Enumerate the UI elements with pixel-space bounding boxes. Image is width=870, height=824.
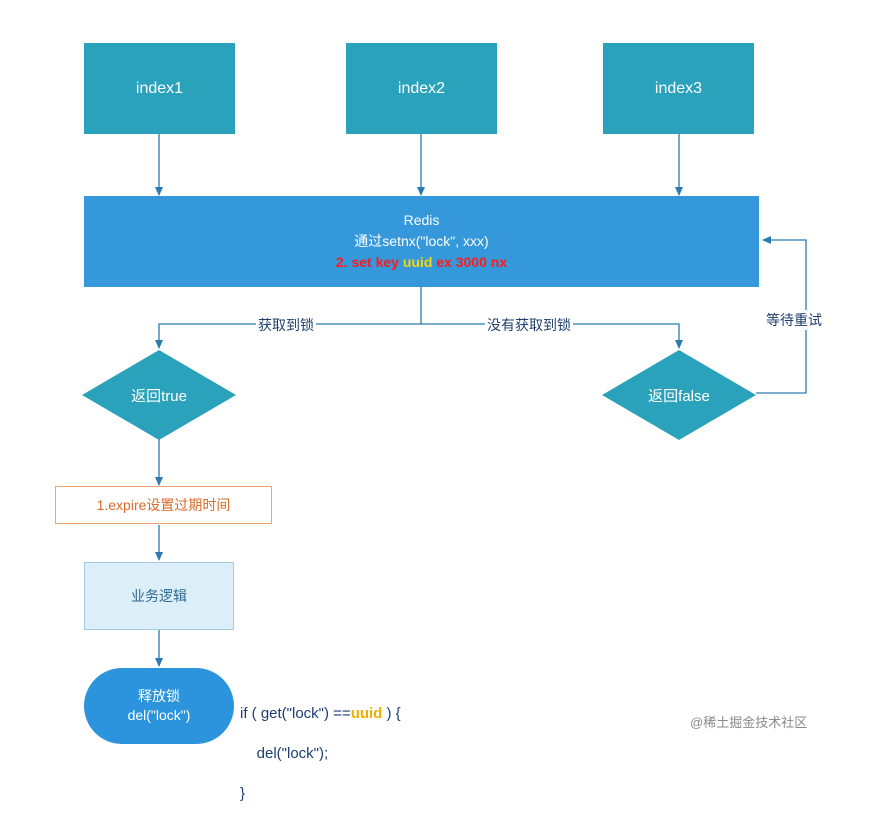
redis-command-prefix: 2. set key xyxy=(335,254,403,270)
index1-label: index1 xyxy=(135,79,184,97)
redis-command-uuid: uuid xyxy=(402,254,433,270)
business-logic-label: 业务逻辑 xyxy=(131,588,187,604)
redis-command-suffix: ex 3000 nx xyxy=(432,254,508,270)
release-code-snippet: if ( get("lock") ==uuid ) { del("lock");… xyxy=(240,684,401,824)
redis-title: Redis xyxy=(403,212,440,228)
code-line-2: del("lock"); xyxy=(240,745,329,762)
release-lock-call: del("lock") xyxy=(127,707,191,723)
release-lock-node: 释放锁 del("lock") xyxy=(84,668,234,744)
redis-call: 通过setnx("lock", xxx) xyxy=(354,233,489,249)
index2-node: index2 xyxy=(346,43,497,134)
return-false-diamond xyxy=(602,350,756,440)
watermark: @稀土掘金技术社区 xyxy=(690,715,808,730)
edge-label-no-lock: 没有获取到锁 xyxy=(485,315,573,335)
redis-command: 2. set key uuid ex 3000 nx xyxy=(336,252,507,273)
redis-node: Redis 通过setnx("lock", xxx) 2. set key uu… xyxy=(84,196,759,287)
code-line-1-prefix: if ( get("lock") == xyxy=(240,705,351,722)
return-true-diamond xyxy=(82,350,236,440)
return-true-label: 返回true xyxy=(131,387,187,405)
code-line-3: } xyxy=(240,785,246,802)
release-lock-title: 释放锁 xyxy=(138,688,180,704)
index3-label: index3 xyxy=(654,79,703,97)
code-line-1-suffix: ) { xyxy=(382,705,401,722)
index1-node: index1 xyxy=(84,43,235,134)
code-line-1: if ( get("lock") ==uuid ) { xyxy=(240,704,401,724)
edge-label-wait-retry: 等待重试 xyxy=(764,310,824,330)
code-line-1-uuid: uuid xyxy=(350,705,383,722)
index3-node: index3 xyxy=(603,43,754,134)
expire-node: 1.expire设置过期时间 xyxy=(55,486,272,524)
business-logic-node: 业务逻辑 xyxy=(84,562,234,630)
index2-label: index2 xyxy=(397,79,446,97)
return-false-label: 返回false xyxy=(648,387,710,405)
edge-label-got-lock: 获取到锁 xyxy=(256,315,316,335)
